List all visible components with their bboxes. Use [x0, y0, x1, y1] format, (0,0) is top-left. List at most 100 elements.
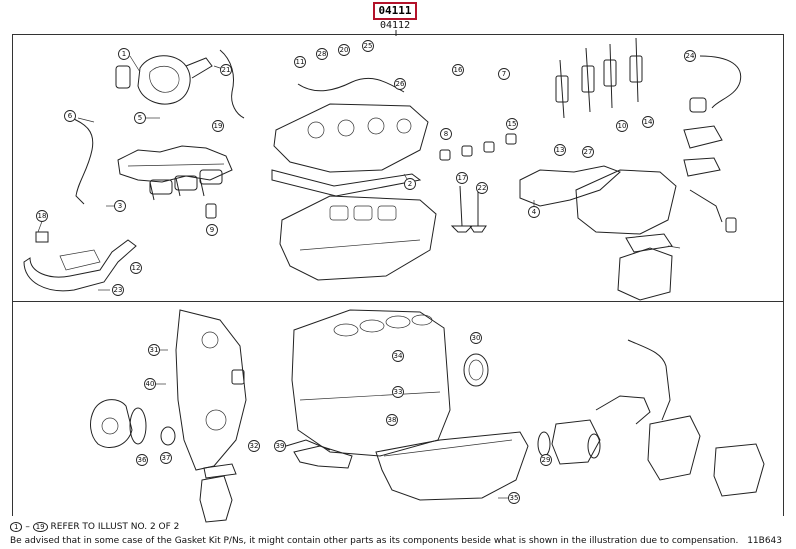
callout-18[interactable]: 18 [36, 210, 48, 222]
callout-33[interactable]: 33 [392, 386, 404, 398]
callout-label: 37 [162, 454, 171, 462]
valve-stem-seals [439, 133, 517, 161]
callout-label: 3 [118, 202, 122, 210]
callout-label: 36 [138, 456, 147, 464]
callout-10[interactable]: 10 [616, 120, 628, 132]
callout-30[interactable]: 30 [470, 332, 482, 344]
callout-9[interactable]: 9 [206, 224, 218, 236]
callout-23[interactable]: 23 [112, 284, 124, 296]
water-bypass-pipe [627, 339, 671, 421]
callout-17[interactable]: 17 [456, 172, 468, 184]
callout-label: 40 [146, 380, 155, 388]
callout-35[interactable]: 35 [508, 492, 520, 504]
part-code-alt[interactable]: 04112 [380, 20, 411, 31]
callout-circle [582, 146, 594, 158]
callout-26[interactable]: 26 [394, 78, 406, 90]
callout-27[interactable]: 27 [582, 146, 594, 158]
callout-circle [456, 172, 468, 184]
callout-label: 27 [584, 148, 593, 156]
callout-12[interactable]: 12 [130, 262, 142, 274]
callout-4[interactable]: 4 [528, 206, 540, 218]
gasket-1 [115, 65, 131, 89]
callout-circle [148, 344, 160, 356]
callout-label: 7 [502, 70, 506, 78]
callout-circle [362, 40, 374, 52]
callout-label: 29 [542, 456, 551, 464]
callout-2[interactable]: 2 [404, 178, 416, 190]
callout-29[interactable]: 29 [540, 454, 552, 466]
callout-24[interactable]: 24 [684, 50, 696, 62]
callout-20[interactable]: 20 [338, 44, 350, 56]
part-code-highlight[interactable]: 04111 [373, 2, 417, 20]
callout-label: 23 [114, 286, 123, 294]
callout-circle [136, 454, 148, 466]
callout-36[interactable]: 36 [136, 454, 148, 466]
callout-label: 18 [38, 212, 47, 220]
callout-13[interactable]: 13 [554, 144, 566, 156]
callout-circle [394, 78, 406, 90]
egr-pipe [23, 231, 137, 292]
callout-circle [144, 378, 156, 390]
callout-15[interactable]: 15 [506, 118, 518, 130]
callout-7[interactable]: 7 [498, 68, 510, 80]
thermostat-housing [551, 419, 601, 465]
callout-circle [36, 210, 48, 222]
illustration-code: 11B643 [747, 536, 782, 546]
callout-circle [392, 350, 404, 362]
callout-label: 1 [122, 50, 126, 58]
callout-6[interactable]: 6 [64, 110, 76, 122]
callout-label: 16 [454, 66, 463, 74]
callout-circle [386, 414, 398, 426]
callout-circle [508, 492, 520, 504]
injectors [555, 37, 643, 119]
callout-label: 8 [444, 130, 448, 138]
callout-circle [540, 454, 552, 466]
callout-16[interactable]: 16 [452, 64, 464, 76]
callout-38[interactable]: 38 [386, 414, 398, 426]
callout-circle [114, 200, 126, 212]
callout-39[interactable]: 39 [274, 440, 286, 452]
throttle-gasket [625, 233, 673, 253]
callout-19[interactable]: 19 [212, 120, 224, 132]
callout-14[interactable]: 14 [642, 116, 654, 128]
callout-label: 17 [458, 174, 467, 182]
turbocharger-housing [137, 55, 213, 105]
callout-22[interactable]: 22 [476, 182, 488, 194]
callout-circle [118, 48, 130, 60]
callout-label: 26 [396, 80, 405, 88]
valves [450, 185, 487, 233]
callout-28[interactable]: 28 [316, 48, 328, 60]
callout-circle [528, 206, 540, 218]
callout-37[interactable]: 37 [160, 452, 172, 464]
callout-1[interactable]: 1 [118, 48, 130, 60]
cylinder-head [279, 195, 437, 281]
callout-11[interactable]: 11 [294, 56, 306, 68]
oil-filter [199, 475, 233, 523]
callout-circle [616, 120, 628, 132]
oil-pipe [71, 117, 94, 205]
callout-25[interactable]: 25 [362, 40, 374, 52]
callout-5[interactable]: 5 [134, 112, 146, 124]
callout-32[interactable]: 32 [248, 440, 260, 452]
ref-range-end: 19 [32, 522, 48, 532]
callout-label: 35 [510, 494, 519, 502]
callout-label: 6 [68, 112, 73, 120]
oil-strainer [293, 445, 353, 469]
callout-40[interactable]: 40 [144, 378, 156, 390]
callout-3[interactable]: 3 [114, 200, 126, 212]
callout-34[interactable]: 34 [392, 350, 404, 362]
callout-circle [64, 110, 76, 122]
ref-note-text: REFER TO ILLUST NO. 2 OF 2 [50, 522, 180, 532]
callout-label: 4 [532, 208, 537, 216]
head-cover-gasket [271, 169, 422, 197]
callout-circle [220, 64, 232, 76]
callout-31[interactable]: 31 [148, 344, 160, 356]
callout-label: 33 [394, 388, 403, 396]
callout-circle [440, 128, 452, 140]
callout-21[interactable]: 21 [220, 64, 232, 76]
diagram-top-section-frame [12, 34, 784, 302]
callout-label: 11 [296, 58, 305, 66]
callout-8[interactable]: 8 [440, 128, 452, 140]
